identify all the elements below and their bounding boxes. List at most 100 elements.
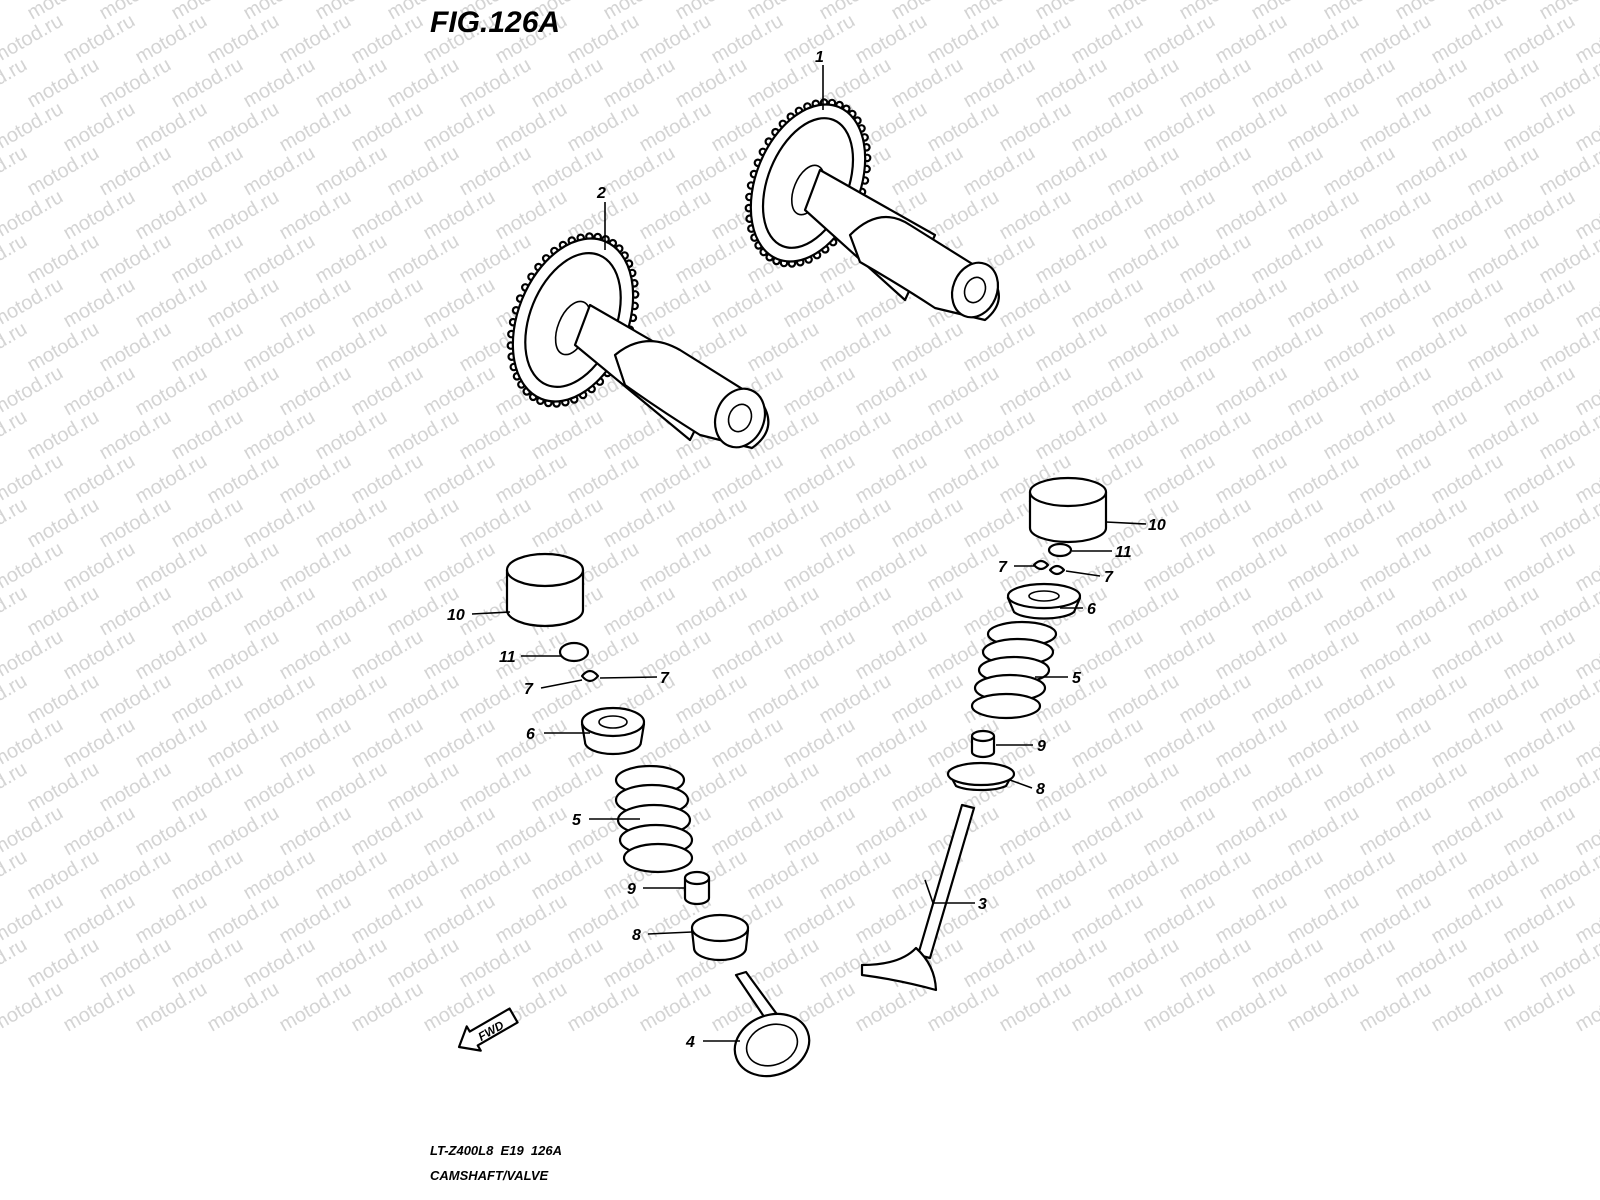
figure-title: FIG.126A — [430, 6, 560, 39]
watermark-text: motod.ru — [456, 846, 535, 905]
watermark-text: motod.ru — [384, 934, 463, 993]
watermark-text: motod.ru — [564, 10, 643, 69]
watermark-text: motod.ru — [1140, 626, 1219, 685]
watermark-text: motod.ru — [1392, 846, 1471, 905]
watermark-text: motod.ru — [1428, 538, 1507, 597]
watermark-text: motod.ru — [24, 582, 103, 641]
watermark-text: motod.ru — [60, 98, 139, 157]
watermark-text: motod.ru — [1176, 846, 1255, 905]
watermark-text: motod.ru — [1572, 978, 1600, 1037]
watermark-text: motod.ru — [888, 318, 967, 377]
watermark-text: motod.ru — [1176, 758, 1255, 817]
watermark-text: motod.ru — [1500, 978, 1579, 1037]
watermark-text: motod.ru — [672, 230, 751, 289]
callout-9-right: 9 — [1037, 738, 1046, 755]
callout-8-right: 8 — [1036, 781, 1045, 798]
watermark-text: motod.ru — [1212, 714, 1291, 773]
watermark-text: motod.ru — [168, 758, 247, 817]
watermark-text: motod.ru — [1140, 274, 1219, 333]
watermark-text: motod.ru — [924, 362, 1003, 421]
watermark-text: motod.ru — [312, 758, 391, 817]
watermark-text: motod.ru — [24, 54, 103, 113]
watermark-text: motod.ru — [168, 230, 247, 289]
watermark-text: motod.ru — [1356, 274, 1435, 333]
watermark-text: motod.ru — [348, 714, 427, 773]
watermark-text: motod.ru — [168, 582, 247, 641]
watermark-text: motod.ru — [168, 54, 247, 113]
watermark-text: motod.ru — [1428, 10, 1507, 69]
watermark-text: motod.ru — [384, 230, 463, 289]
watermark-text: motod.ru — [1500, 802, 1579, 861]
watermark-text: motod.ru — [1248, 846, 1327, 905]
watermark-text: motod.ru — [1320, 758, 1399, 817]
watermark-text: motod.ru — [0, 494, 31, 553]
watermark-text: motod.ru — [1284, 450, 1363, 509]
watermark-text: motod.ru — [204, 978, 283, 1037]
watermark-text: motod.ru — [780, 450, 859, 509]
watermark-text: motod.ru — [96, 318, 175, 377]
watermark-text: motod.ru — [1032, 934, 1111, 993]
watermark-text: motod.ru — [132, 10, 211, 69]
watermark-text: motod.ru — [96, 54, 175, 113]
watermark-text: motod.ru — [204, 450, 283, 509]
watermark-text: motod.ru — [168, 142, 247, 201]
watermark-text: motod.ru — [600, 494, 679, 553]
valve-spring-right — [970, 620, 1058, 720]
watermark-text: motod.ru — [348, 626, 427, 685]
watermark-text: motod.ru — [744, 318, 823, 377]
watermark-text: motod.ru — [816, 758, 895, 817]
exhaust-camshaft — [744, 98, 1000, 322]
watermark-text: motod.ru — [0, 230, 31, 289]
watermark-text: motod.ru — [1068, 10, 1147, 69]
watermark-text: motod.ru — [528, 846, 607, 905]
watermark-text: motod.ru — [780, 890, 859, 949]
watermark-text: motod.ru — [1392, 406, 1471, 465]
watermark-text: motod.ru — [132, 274, 211, 333]
watermark-text: motod.ru — [1104, 54, 1183, 113]
watermark-text: motod.ru — [24, 846, 103, 905]
callout-5-left: 5 — [572, 812, 582, 829]
watermark-text: motod.ru — [456, 406, 535, 465]
watermark-text: motod.ru — [276, 10, 355, 69]
watermark-text: motod.ru — [1212, 626, 1291, 685]
watermark-text: motod.ru — [708, 10, 787, 69]
watermark-text: motod.ru — [528, 406, 607, 465]
watermark-text: motod.ru — [1212, 10, 1291, 69]
watermark-text: motod.ru — [96, 758, 175, 817]
watermark-text: motod.ru — [816, 494, 895, 553]
watermark-text: motod.ru — [1140, 362, 1219, 421]
watermark-text: motod.ru — [1392, 142, 1471, 201]
watermark-text: motod.ru — [1392, 758, 1471, 817]
watermark-text: motod.ru — [276, 274, 355, 333]
watermark-text: motod.ru — [24, 406, 103, 465]
callout-7-left-a: 7 — [524, 681, 534, 698]
watermark-text: motod.ru — [276, 362, 355, 421]
watermark-text: motod.ru — [1176, 142, 1255, 201]
watermark-text: motod.ru — [132, 186, 211, 245]
watermark-text: motod.ru — [1032, 230, 1111, 289]
watermark-text: motod.ru — [240, 846, 319, 905]
watermark-text: motod.ru — [888, 406, 967, 465]
watermark-text: motod.ru — [348, 802, 427, 861]
watermark-text: motod.ru — [1068, 978, 1147, 1037]
watermark-text: motod.ru — [1248, 318, 1327, 377]
footer-caption: CAMSHAFT/VALVE — [430, 1168, 549, 1183]
watermark-text: motod.ru — [924, 10, 1003, 69]
watermark-text: motod.ru — [312, 54, 391, 113]
watermark-text: motod.ru — [636, 98, 715, 157]
watermark-text: motod.ru — [456, 670, 535, 729]
watermark-text: motod.ru — [1284, 802, 1363, 861]
watermark-text: motod.ru — [204, 802, 283, 861]
watermark-text: motod.ru — [96, 582, 175, 641]
watermark-text: motod.ru — [348, 98, 427, 157]
watermark-text: motod.ru — [60, 450, 139, 509]
watermark-text: motod.ru — [1032, 54, 1111, 113]
watermark-text: motod.ru — [1464, 846, 1543, 905]
watermark-text: motod.ru — [60, 362, 139, 421]
valve-assembly-left — [505, 552, 811, 1078]
watermark-text: motod.ru — [132, 98, 211, 157]
callout-6-right: 6 — [1087, 601, 1096, 618]
watermark-text: motod.ru — [1032, 142, 1111, 201]
watermark-text: motod.ru — [1068, 186, 1147, 245]
